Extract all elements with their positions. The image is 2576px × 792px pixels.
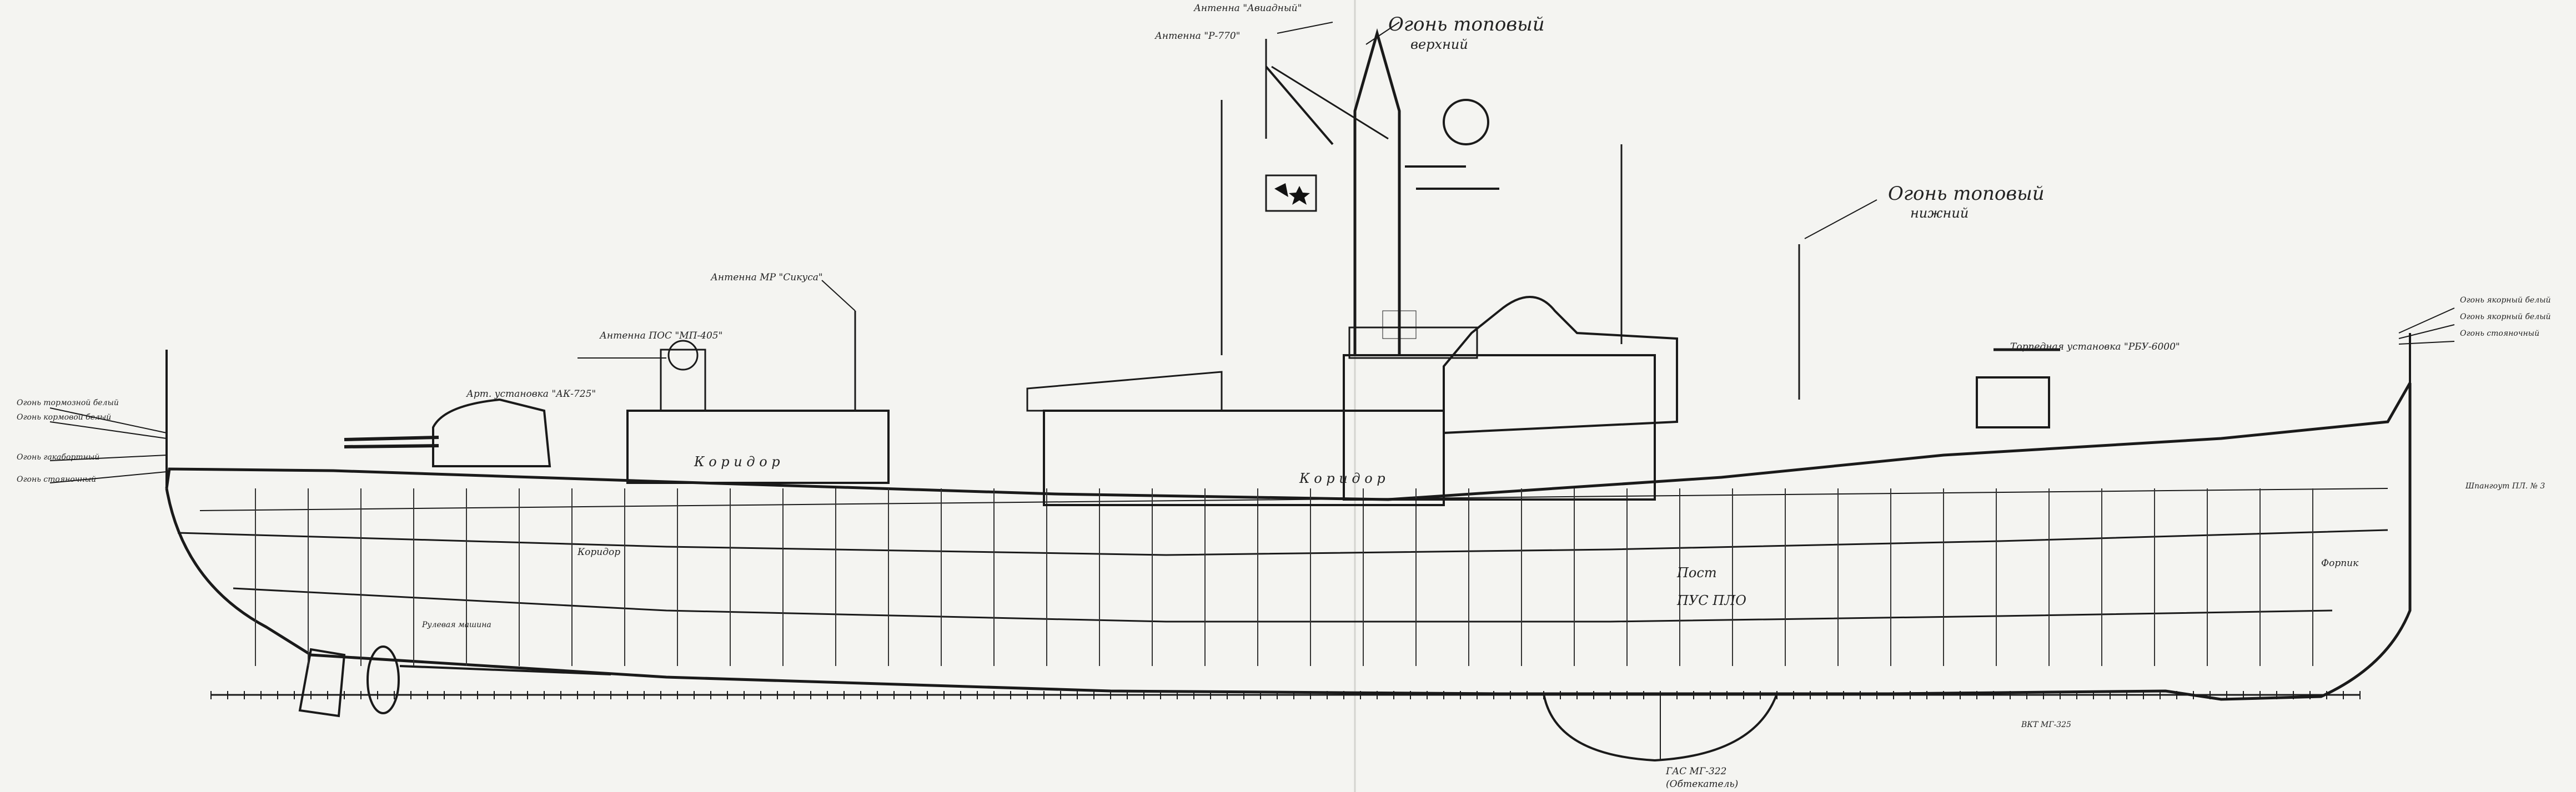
left-signal-1: Огонь тормозной белый bbox=[17, 398, 119, 407]
bulkheads bbox=[255, 488, 2313, 666]
leader-lines bbox=[49, 22, 2455, 483]
sonar-sub-label: (Обтекатель) bbox=[1666, 779, 1738, 790]
left-signal-4: Огонь стояночный bbox=[17, 475, 96, 484]
right-signal-2: Огонь якорный белый bbox=[2460, 312, 2551, 321]
hull bbox=[165, 382, 2412, 762]
top-light-lower-sub: нижний bbox=[1910, 205, 1969, 221]
rudder-label: Рулевая машина bbox=[421, 621, 491, 629]
left-signal-3: Огонь гакабортный bbox=[17, 453, 99, 462]
corridor-label-1: К о р и д о р bbox=[694, 454, 780, 470]
corridor-label-3: Коридор bbox=[577, 547, 620, 558]
top-light-upper-label: Огонь топовый bbox=[1388, 13, 1545, 36]
dome-bottom-label: ВКТ МГ-325 bbox=[2021, 720, 2071, 729]
stbd-note-label: Шпангоут ПЛ. № 3 bbox=[2465, 482, 2545, 491]
post-label: Пост bbox=[1676, 565, 1717, 581]
antenna-mast-top-label: Антенна "Авиадный" bbox=[1193, 3, 1302, 14]
pus-label: ПУС ПЛО bbox=[1676, 593, 1746, 608]
antenna-mr302-label: Антенна МР "Сикуса" bbox=[710, 272, 823, 283]
corridor-label-2: К о р и д о р bbox=[1299, 471, 1385, 486]
bow-label: Форпик bbox=[2321, 558, 2359, 569]
top-light-lower-label: Огонь топовый bbox=[1888, 183, 2045, 205]
right-signal-1: Огонь якорный белый bbox=[2460, 296, 2551, 305]
top-light-upper-sub: верхний bbox=[1410, 37, 1468, 52]
sonar-label: ГАС МГ-322 bbox=[1665, 766, 1726, 777]
antenna-pos-label: Антенна ПОС "МП-405" bbox=[599, 330, 722, 341]
left-signal-2: Огонь кормовой белый bbox=[17, 413, 111, 422]
torpedo-installation-label: Торпедная установка "РБУ-6000" bbox=[2010, 341, 2180, 352]
hammer-sickle-star-flag bbox=[1274, 183, 1310, 205]
masts bbox=[165, 28, 2411, 488]
antenna-r770-label: Антенна "Р-770" bbox=[1154, 31, 1240, 42]
superstructure bbox=[344, 296, 2060, 506]
installation-ak725-label: Арт. установка "АК-725" bbox=[466, 389, 596, 400]
right-signal-3: Огонь стояночный bbox=[2460, 329, 2539, 338]
